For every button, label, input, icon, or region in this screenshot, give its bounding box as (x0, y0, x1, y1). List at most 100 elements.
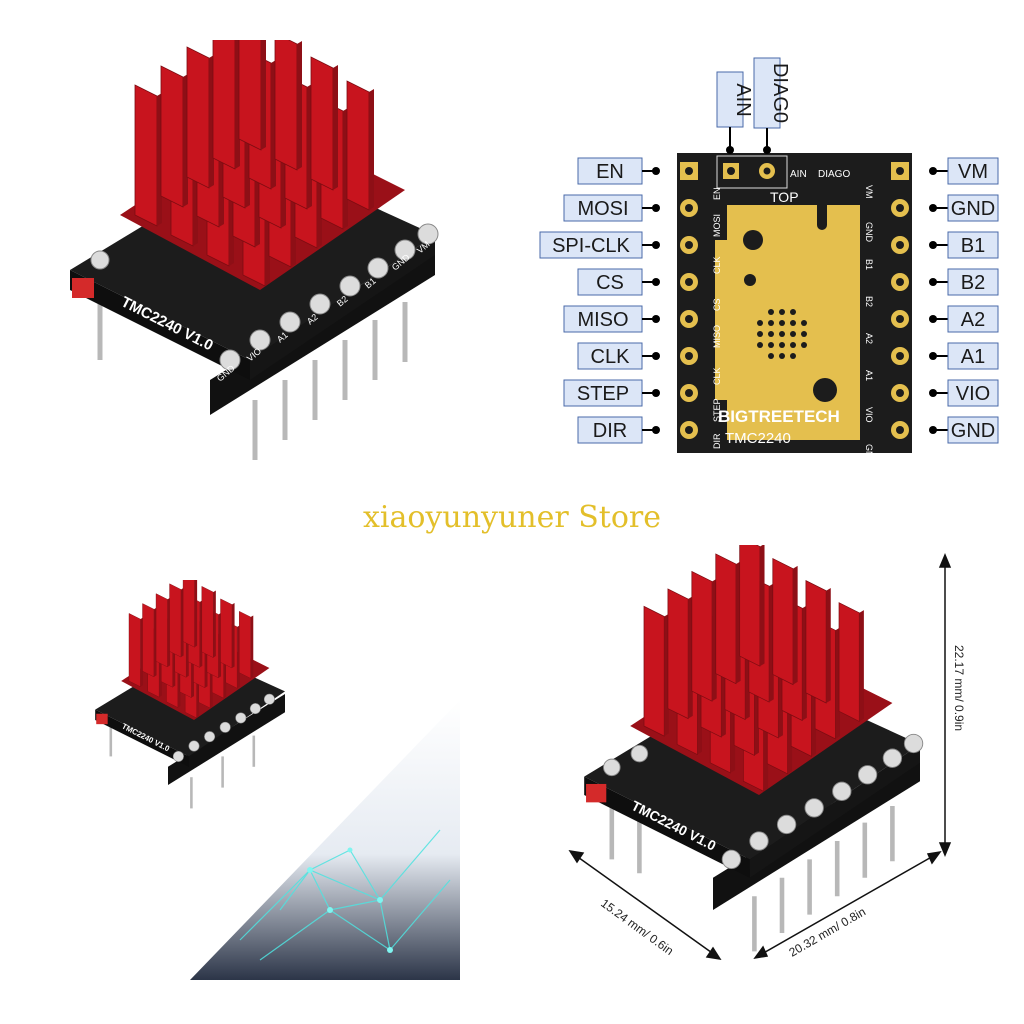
heatsink-fin (169, 583, 182, 658)
via-grid (757, 309, 807, 359)
heatsink-fins (134, 40, 374, 287)
red-connector (72, 278, 94, 298)
via-dot (768, 331, 774, 337)
pin-label-spi-clk: SPI-CLK (539, 231, 660, 259)
silk-left-labels: EN MOSI CLK CS MISO CLK STEP DIR (712, 187, 722, 449)
heatsink-fin-edge (859, 610, 864, 722)
svg-text:VM: VM (958, 161, 988, 183)
via-dot (790, 353, 796, 359)
right-pin-labels: VM GND B1 B2 A2 A1 VIO GND (929, 157, 999, 444)
heatsink-fin (667, 588, 689, 720)
pin-hole (896, 352, 904, 360)
heatsink-fin (142, 603, 155, 678)
via-dot (757, 331, 763, 337)
module-render-small-svg: TMC2240 V1.0 (95, 580, 460, 980)
svg-text:B2: B2 (864, 296, 874, 307)
via-dot (801, 320, 807, 326)
left-pin-labels: EN MOSI SPI-CLK CS MISO CLK STEP DIR (539, 157, 660, 444)
pin-label-a2: A2 (929, 305, 999, 333)
svg-text:STEP: STEP (577, 383, 629, 405)
heatsink-fin (346, 80, 370, 211)
svg-text:MISO: MISO (577, 309, 628, 331)
svg-text:DIAG0: DIAG0 (769, 63, 791, 123)
module-dimensions-svg: 22.17 mm/ 0.9in 15.24 mm/ 0.6in 20.32 mm… (568, 545, 966, 960)
pinout-svg: AIN DIAGO TOP BIGTREETECH TMC2240 EN MOS… (539, 57, 999, 465)
svg-text:DIR: DIR (593, 420, 627, 442)
svg-text:SPI-CLK: SPI-CLK (552, 235, 630, 257)
svg-text:CLK: CLK (712, 256, 722, 274)
via-dot (790, 320, 796, 326)
via-dot (790, 309, 796, 315)
svg-text:CLK: CLK (591, 346, 631, 368)
via-dot (801, 342, 807, 348)
via-dot (768, 309, 774, 315)
pin-label-mosi: MOSI (563, 194, 660, 222)
svg-text:GND: GND (951, 420, 995, 442)
network-background (190, 700, 460, 980)
via-dot (757, 342, 763, 348)
pin-label-diag0: DIAG0 (753, 57, 791, 154)
pin-hole (896, 241, 904, 249)
via-dot (768, 353, 774, 359)
via-dot (779, 342, 785, 348)
heatsink-fin-edge (213, 590, 216, 658)
heatsink-fin-edge (250, 615, 254, 679)
svg-text:DIR: DIR (712, 433, 722, 449)
store-name: xiaoyunyuner Store (362, 500, 662, 535)
heatsink-fin-edge (759, 545, 765, 667)
small-module: TMC2240 V1.0 (95, 580, 285, 809)
silk-right-labels: VM GND B1 B2 A2 A1 VIO GND (864, 185, 874, 465)
header-silk-diag: DIAGO (818, 169, 850, 180)
heatsink-fin-edge (333, 65, 338, 190)
via-dot (790, 331, 796, 337)
header-silk-ain: AIN (790, 169, 807, 180)
heatsink-fin (134, 84, 158, 227)
svg-text:GND: GND (864, 222, 874, 243)
pin-label-vm: VM (929, 157, 999, 185)
heatsink-fin (643, 605, 665, 737)
heatsink-fin (220, 598, 233, 669)
heatsink-fin (715, 553, 737, 685)
svg-text:AIN: AIN (732, 83, 754, 116)
svg-text:GND: GND (951, 198, 995, 220)
heatsink-fin (739, 545, 761, 667)
pin-label-a1: A1 (929, 342, 999, 370)
gold-pad (715, 205, 860, 440)
pin-hole (896, 315, 904, 323)
heatsink-fin (691, 570, 713, 702)
pin-hole (896, 167, 904, 175)
module-dimensions: 22.17 mm/ 0.9in 15.24 mm/ 0.6in 20.32 mm… (560, 545, 1000, 985)
module-render-small: TMC2240 V1.0 (60, 580, 460, 980)
heatsink-fin-edge (194, 580, 198, 648)
via-dot (779, 331, 785, 337)
via-dot (768, 342, 774, 348)
heatsink-fin (186, 46, 210, 189)
via-dot (779, 353, 785, 359)
module-render-main: TMC2240 V1.0 GND VIO A1 A2 B2 B1 GND VM (60, 40, 460, 480)
heatsink-fin (201, 586, 214, 658)
pin-label-step: STEP (563, 379, 660, 407)
pinout-diagram: AIN DIAGO TOP BIGTREETECH TMC2240 EN MOS… (520, 50, 1010, 470)
svg-text:A1: A1 (864, 370, 874, 381)
pin-label-miso: MISO (563, 305, 660, 333)
pin-label-ain: AIN (716, 71, 754, 154)
svg-text:EN: EN (596, 161, 624, 183)
network-lines (239, 829, 451, 961)
pin-label-cs: CS (577, 268, 660, 296)
via-dot (779, 320, 785, 326)
pin-hole (896, 204, 904, 212)
svg-text:B1: B1 (961, 235, 985, 257)
pin-label-gnd-top: GND (929, 194, 999, 222)
heatsink-fin (239, 610, 251, 679)
svg-text:MOSI: MOSI (577, 198, 628, 220)
network-nodes (307, 847, 393, 953)
heatsink-fin-edge (297, 41, 302, 170)
heatsink-fin (805, 580, 827, 704)
pin-hole (685, 241, 693, 249)
pin-label-b1: B1 (929, 231, 999, 259)
module-render-svg: TMC2240 V1.0 GND VIO A1 A2 B2 B1 GND VM (70, 40, 439, 460)
heatsink-fin-edge (793, 565, 798, 685)
pin-label-en: EN (577, 157, 660, 185)
pin-label-dir: DIR (577, 416, 660, 444)
heatsink-fin-edge (369, 89, 374, 210)
